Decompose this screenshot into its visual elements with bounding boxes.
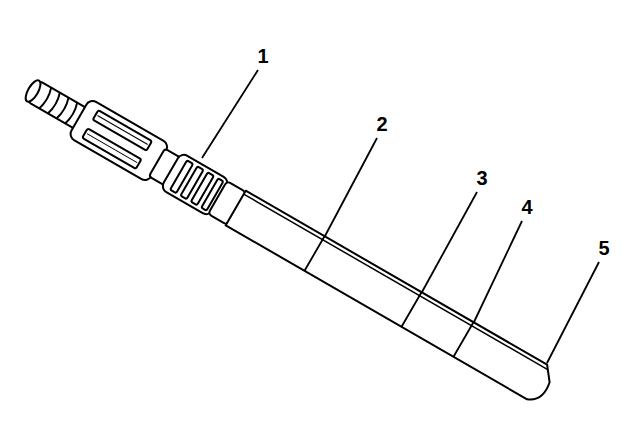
leader-line <box>202 70 258 158</box>
shaft <box>226 191 558 406</box>
tool-body <box>18 69 559 407</box>
leader-line <box>422 192 477 292</box>
callout-number: 1 <box>257 46 268 66</box>
shaft-edge <box>244 194 548 369</box>
wire-rings <box>39 88 79 125</box>
wire-cut <box>23 78 44 104</box>
callout-number: 5 <box>598 238 609 258</box>
leader-lines <box>202 70 599 363</box>
leader-line <box>547 262 599 363</box>
grip-shade <box>87 115 148 162</box>
callout-number: 2 <box>376 114 387 134</box>
leader-line <box>474 221 522 322</box>
leader-line <box>325 138 377 236</box>
callout-number: 4 <box>521 197 532 217</box>
level-mark <box>305 236 474 357</box>
callout-number: 3 <box>476 168 487 188</box>
